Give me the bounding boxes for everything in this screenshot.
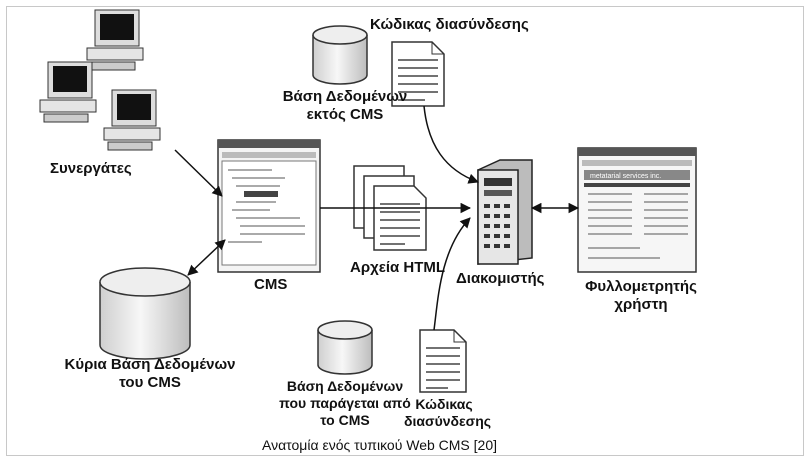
generated-database-label-line3: το CMS — [320, 412, 370, 428]
browser-header-text: metatarial services inc. — [590, 173, 661, 180]
generated-database-label-line2: που παράγεται από — [279, 395, 411, 411]
generated-database-label: Βάση Δεδομένων που παράγεται από το CMS — [270, 378, 420, 429]
browser-label-line2: χρήστη — [614, 296, 668, 313]
db-to-cms-arrow — [187, 239, 226, 276]
browser-label: Φυλλομετρητής χρήστη — [580, 278, 702, 314]
main-database-label-line2: του CMS — [119, 374, 181, 391]
main-database-label-line1: Κύρια Βάση Δεδομένων — [64, 356, 236, 373]
figure-caption: Ανατομία ενός τυπικού Web CMS [20] — [262, 437, 498, 453]
generated-database-icon — [317, 320, 373, 375]
gen-db-to-server-arrow — [433, 217, 471, 331]
partners-to-cms-arrow — [174, 149, 223, 197]
cms-label: CMS — [254, 276, 288, 293]
browser-label-line1: Φυλλομετρητής — [585, 278, 697, 295]
external-database-label: Βάση Δεδομένων εκτός CMS — [270, 88, 420, 124]
partners-label: Συνεργάτες — [50, 160, 132, 177]
workstation-icon — [39, 61, 97, 123]
external-database-icon — [312, 25, 368, 85]
link-code-document-icon — [419, 329, 467, 393]
browser-window-icon: metatarial services inc. — [577, 147, 697, 273]
ext-db-to-server-arrow — [423, 105, 479, 184]
link-code-bottom-label-line2: διασύνδεσης — [404, 413, 492, 429]
link-code-top-label: Κώδικας διασύνδεσης — [370, 16, 529, 33]
link-code-bottom-label: Κώδικας διασύνδεσης — [404, 396, 492, 430]
link-code-bottom-label-line1: Κώδικας — [415, 396, 473, 412]
workstation-icon — [86, 9, 144, 71]
generated-database-label-line1: Βάση Δεδομένων — [286, 378, 404, 394]
cms-window-icon — [217, 139, 321, 273]
workstation-icon — [103, 89, 161, 151]
external-database-label-line1: Βάση Δεδομένων — [282, 88, 408, 105]
main-database-icon — [99, 267, 191, 360]
main-database-label: Κύρια Βάση Δεδομένων του CMS — [40, 356, 260, 392]
html-files-icon — [353, 165, 427, 251]
external-database-label-line2: εκτός CMS — [306, 106, 384, 123]
link-code-document-icon — [391, 41, 445, 107]
server-label: Διακομιστής — [456, 270, 545, 287]
html-files-label: Αρχεία HTML — [350, 259, 446, 276]
figure-frame — [6, 6, 804, 456]
server-icon — [477, 159, 533, 265]
